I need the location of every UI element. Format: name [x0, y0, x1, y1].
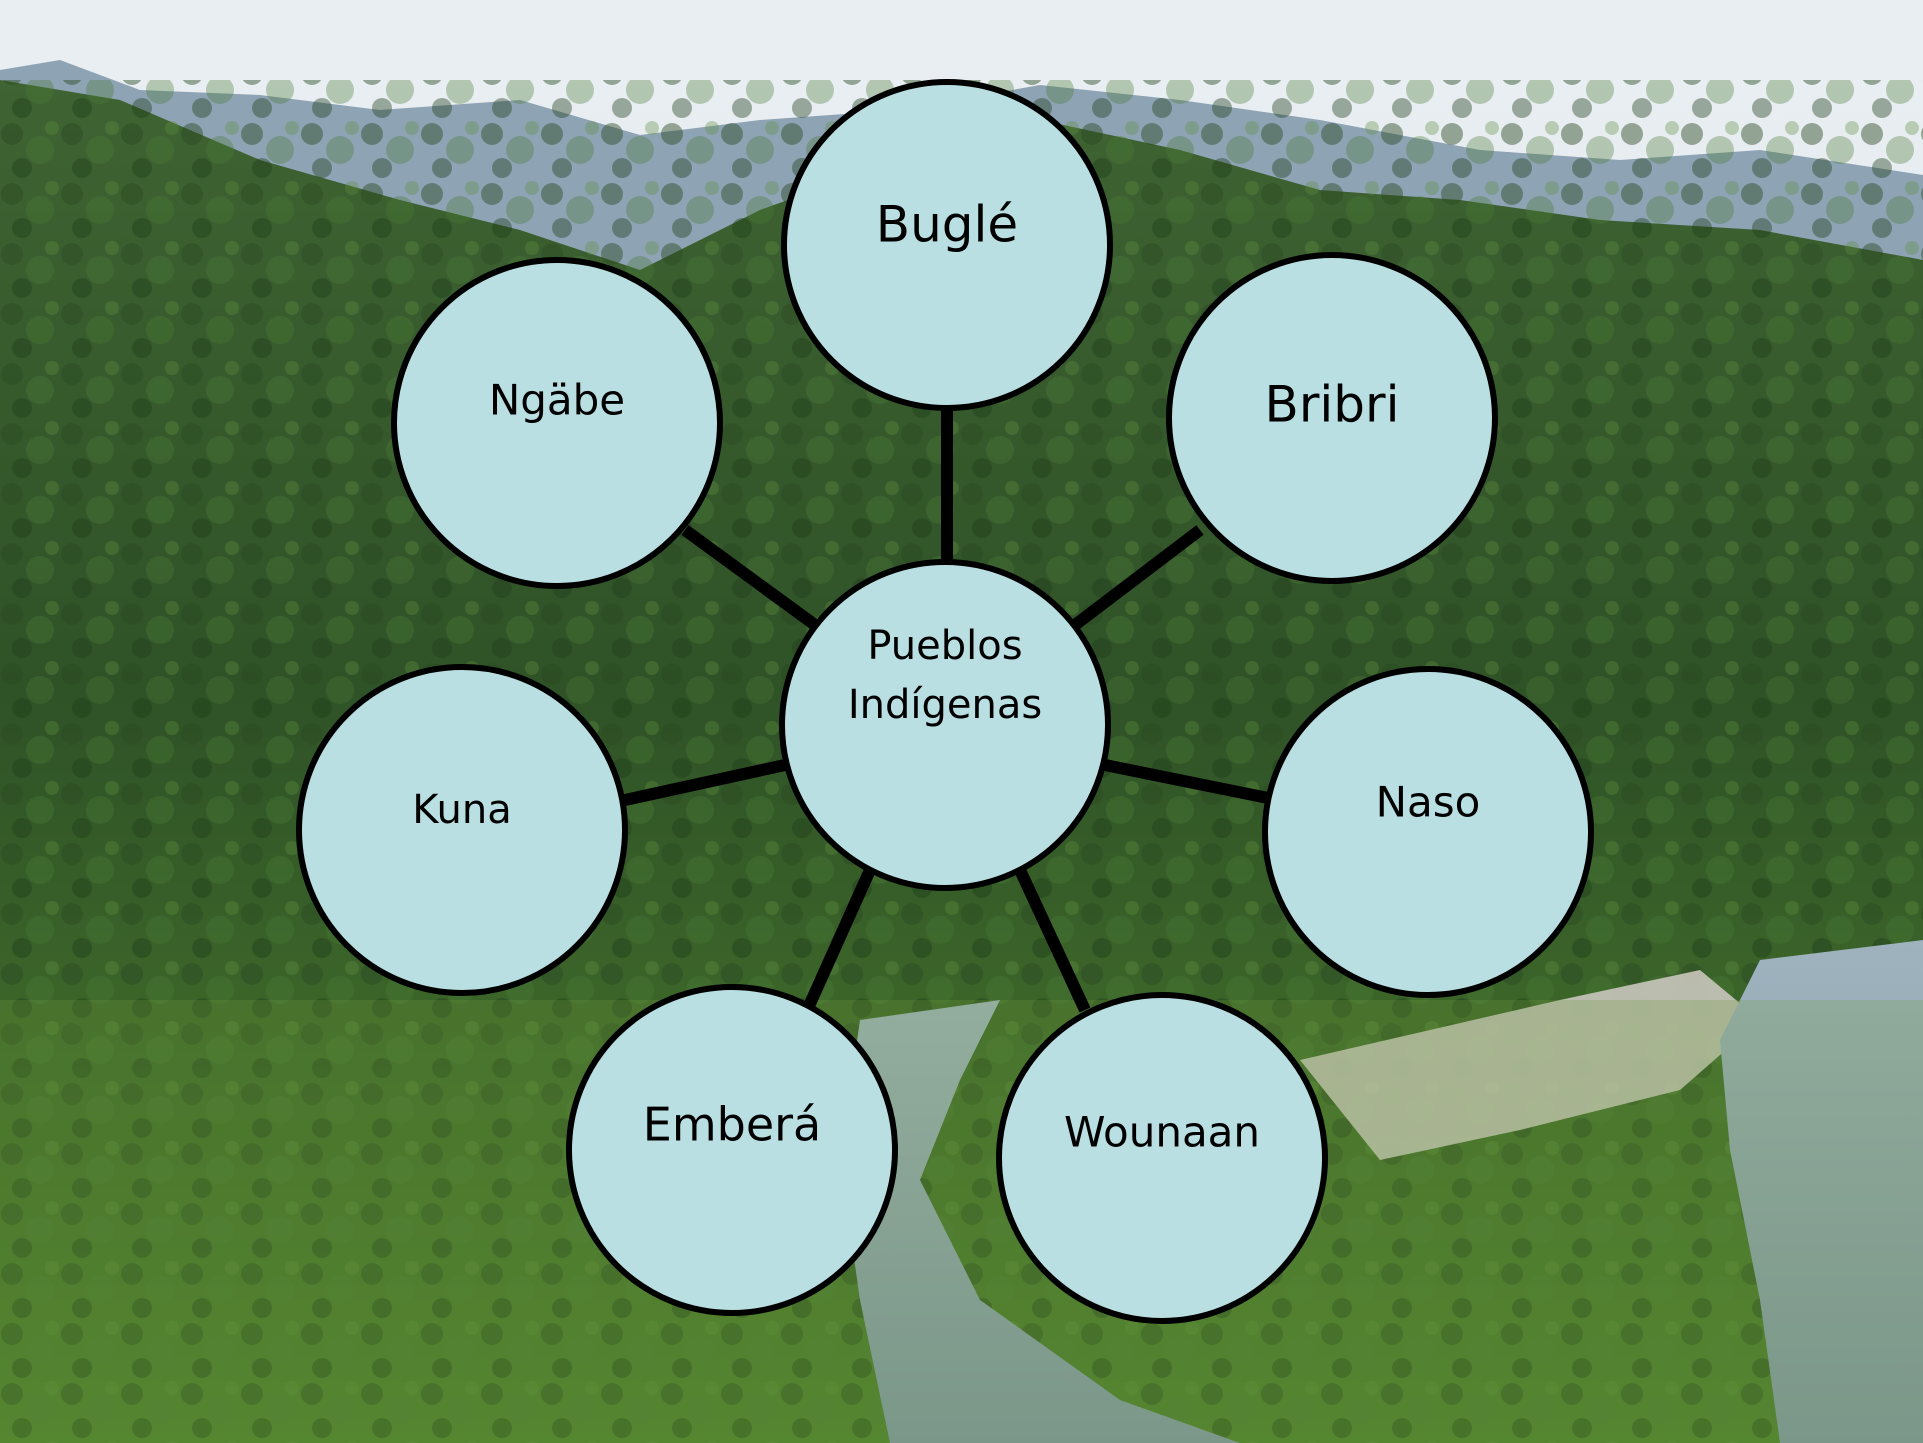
river: [840, 1000, 1240, 1443]
node-embera[interactable]: Emberá: [566, 984, 898, 1316]
node-ngabe-label: Ngäbe: [489, 376, 625, 425]
connector-bribri: [1071, 525, 1204, 630]
node-bugle-label: Buglé: [876, 196, 1018, 254]
node-bribri-circle: [1166, 252, 1498, 584]
node-bugle-circle: [781, 79, 1113, 411]
node-bugle[interactable]: Buglé: [781, 79, 1113, 411]
node-center[interactable]: Pueblos Indígenas: [779, 559, 1111, 891]
node-kuna-label: Kuna: [412, 787, 511, 833]
node-ngabe-circle: [391, 257, 723, 589]
node-embera-label: Emberá: [643, 1098, 821, 1152]
river-bank: [1300, 970, 1760, 1160]
node-bribri[interactable]: Bribri: [1166, 252, 1498, 584]
connectors: [623, 410, 1270, 1018]
connector-wounaan: [1014, 867, 1091, 1013]
node-ngabe[interactable]: Ngäbe: [391, 257, 723, 589]
node-naso-label: Naso: [1376, 778, 1481, 827]
lowland-vegetation: [0, 1000, 1923, 1443]
node-center-circle: [779, 559, 1111, 891]
connector-embera: [799, 867, 876, 1018]
node-wounaan-circle: [996, 992, 1328, 1324]
river-right: [1720, 940, 1923, 1443]
center-label-line2: Indígenas: [848, 682, 1042, 728]
node-bribri-label: Bribri: [1265, 376, 1400, 434]
node-kuna-circle: [296, 664, 628, 996]
node-wounaan-label: Wounaan: [1064, 1108, 1260, 1157]
connector-kuna: [623, 759, 787, 806]
node-kuna[interactable]: Kuna: [296, 664, 628, 996]
connector-naso: [1103, 759, 1270, 804]
center-label-line1: Pueblos: [867, 623, 1022, 669]
node-embera-circle: [566, 984, 898, 1316]
node-naso[interactable]: Naso: [1262, 666, 1594, 998]
node-naso-circle: [1262, 666, 1594, 998]
node-wounaan[interactable]: Wounaan: [996, 992, 1328, 1324]
connector-ngabe: [681, 525, 819, 630]
